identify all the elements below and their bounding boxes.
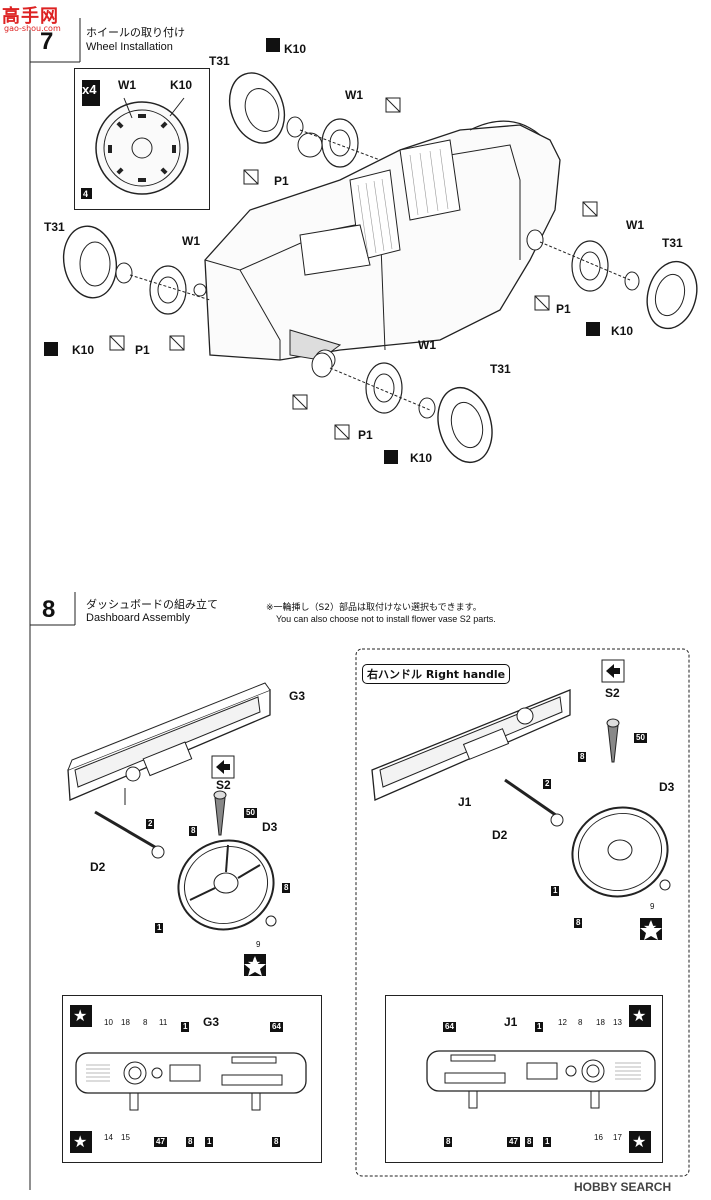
badge-8-vase-right: 8 xyxy=(578,752,587,762)
step7-title-en: Wheel Installation xyxy=(86,41,173,53)
num-8-left-gauge: 8 xyxy=(143,1018,148,1027)
num-9-right: 9 xyxy=(650,902,655,911)
label-s2-right: S2 xyxy=(605,686,620,700)
dash-detail-right-panel xyxy=(385,995,663,1163)
label-p1-left: P1 xyxy=(135,343,150,357)
step8-title-en: Dashboard Assembly xyxy=(86,612,190,624)
label-w1-top: W1 xyxy=(345,88,363,102)
badge-8-vase-left: 8 xyxy=(189,826,198,836)
num-10: 10 xyxy=(104,1018,113,1027)
label-g3: G3 xyxy=(289,689,306,703)
badge-1-detail-left-bottom: 1 xyxy=(205,1137,214,1147)
label-k10-detail: K10 xyxy=(170,78,193,92)
wheel-assembly-drawing xyxy=(44,38,698,464)
badge-1-detail-left: 1 xyxy=(181,1022,190,1032)
badge-1-detail-right-bottom: 1 xyxy=(543,1137,552,1147)
site-logo: 高手网 gao-shou.com xyxy=(2,2,76,36)
badge-1-right: 1 xyxy=(551,886,560,896)
badge-8-detail-right: 8 xyxy=(525,1137,534,1147)
num-16: 16 xyxy=(594,1133,603,1142)
star-icon: ★ xyxy=(643,920,658,937)
num-11: 11 xyxy=(159,1018,168,1027)
label-w1-right: W1 xyxy=(626,218,644,232)
car-body-drawing xyxy=(193,120,561,371)
star-icon: ★ xyxy=(73,1008,88,1025)
badge-8-detail-right-left: 8 xyxy=(444,1137,453,1147)
num-9-left: 9 xyxy=(256,940,261,949)
label-g3-detail: G3 xyxy=(203,1015,220,1029)
label-k10-top: K10 xyxy=(284,42,307,56)
num-18-left: 18 xyxy=(121,1018,130,1027)
step7-number: 7 xyxy=(40,28,54,55)
label-d2-right: D2 xyxy=(492,828,508,842)
label-w1-left: W1 xyxy=(182,234,200,248)
label-p1-top: P1 xyxy=(274,174,289,188)
num-14: 14 xyxy=(104,1133,113,1142)
star-icon: ★ xyxy=(632,1134,647,1151)
label-s2-left: S2 xyxy=(216,778,231,792)
label-p1-bottom: P1 xyxy=(358,428,373,442)
label-d3-left: D3 xyxy=(262,820,278,834)
badge-1-left: 1 xyxy=(155,923,164,933)
dash-detail-left-panel xyxy=(62,995,322,1163)
badge-50-left: 50 xyxy=(244,808,257,818)
right-handle-label: 右ハンドル Right handle xyxy=(362,664,511,684)
badge-64-right: 64 xyxy=(443,1022,456,1032)
badge-8-wheel-right: 8 xyxy=(574,918,583,928)
label-t31-top: T31 xyxy=(209,54,230,68)
label-w1-bottom: W1 xyxy=(418,338,436,352)
badge-47-right: 47 xyxy=(507,1137,520,1147)
label-d2-left: D2 xyxy=(90,860,106,874)
badge-2-right: 2 xyxy=(543,779,552,789)
label-t31-right: T31 xyxy=(662,236,683,250)
badge-2-left: 2 xyxy=(146,819,155,829)
star-icon: ★ xyxy=(632,1008,647,1025)
label-k10-bottom: K10 xyxy=(410,451,433,465)
dashboard-assembly-drawing xyxy=(67,659,671,976)
step8-note-jp: ※一輪挿し（S2）部品は取付けない選択もできます。 xyxy=(266,603,482,613)
site-logo-text: 高手网 xyxy=(2,6,59,27)
step7-title-jp: ホイールの取り付け xyxy=(86,26,185,39)
star-icon: ★ xyxy=(247,956,262,973)
num-12: 12 xyxy=(558,1018,567,1027)
badge-47-left: 47 xyxy=(154,1137,167,1147)
label-j1-detail: J1 xyxy=(504,1015,518,1029)
star-icon: ★ xyxy=(73,1134,88,1151)
badge-64-left: 64 xyxy=(270,1022,283,1032)
label-k10-left: K10 xyxy=(72,343,95,357)
badge-1-detail-right: 1 xyxy=(535,1022,544,1032)
label-d3-right: D3 xyxy=(659,780,675,794)
label-t31-bottom: T31 xyxy=(490,362,511,376)
label-j1-top: J1 xyxy=(458,795,472,809)
num-8-right-gauge: 8 xyxy=(578,1018,583,1027)
num-15: 15 xyxy=(121,1133,130,1142)
step8-note-en: You can also choose not to install flowe… xyxy=(276,614,496,624)
watermark: HOBBY SEARCH xyxy=(574,1180,672,1194)
num-17: 17 xyxy=(613,1133,622,1142)
num-13: 13 xyxy=(613,1018,622,1027)
badge-8-wheel-left: 8 xyxy=(282,883,291,893)
multiplier-badge: x4 xyxy=(82,82,97,97)
badge-8-detail-left: 8 xyxy=(186,1137,195,1147)
label-k10-right: K10 xyxy=(611,324,634,338)
label-p1-right: P1 xyxy=(556,302,571,316)
site-logo-url: gao-shou.com xyxy=(4,24,61,33)
badge-8-detail-left-right: 8 xyxy=(272,1137,281,1147)
label-t31-left: T31 xyxy=(44,220,65,234)
step8-title-jp: ダッシュボードの組み立て xyxy=(86,598,218,611)
label-w1-detail: W1 xyxy=(118,78,136,92)
detail-num-badge: 4 xyxy=(83,189,89,199)
right-handle-panel xyxy=(355,648,690,1177)
wheel-detail-panel xyxy=(74,68,210,210)
step8-number: 8 xyxy=(42,596,56,623)
num-18-right: 18 xyxy=(596,1018,605,1027)
badge-50-right: 50 xyxy=(634,733,647,743)
